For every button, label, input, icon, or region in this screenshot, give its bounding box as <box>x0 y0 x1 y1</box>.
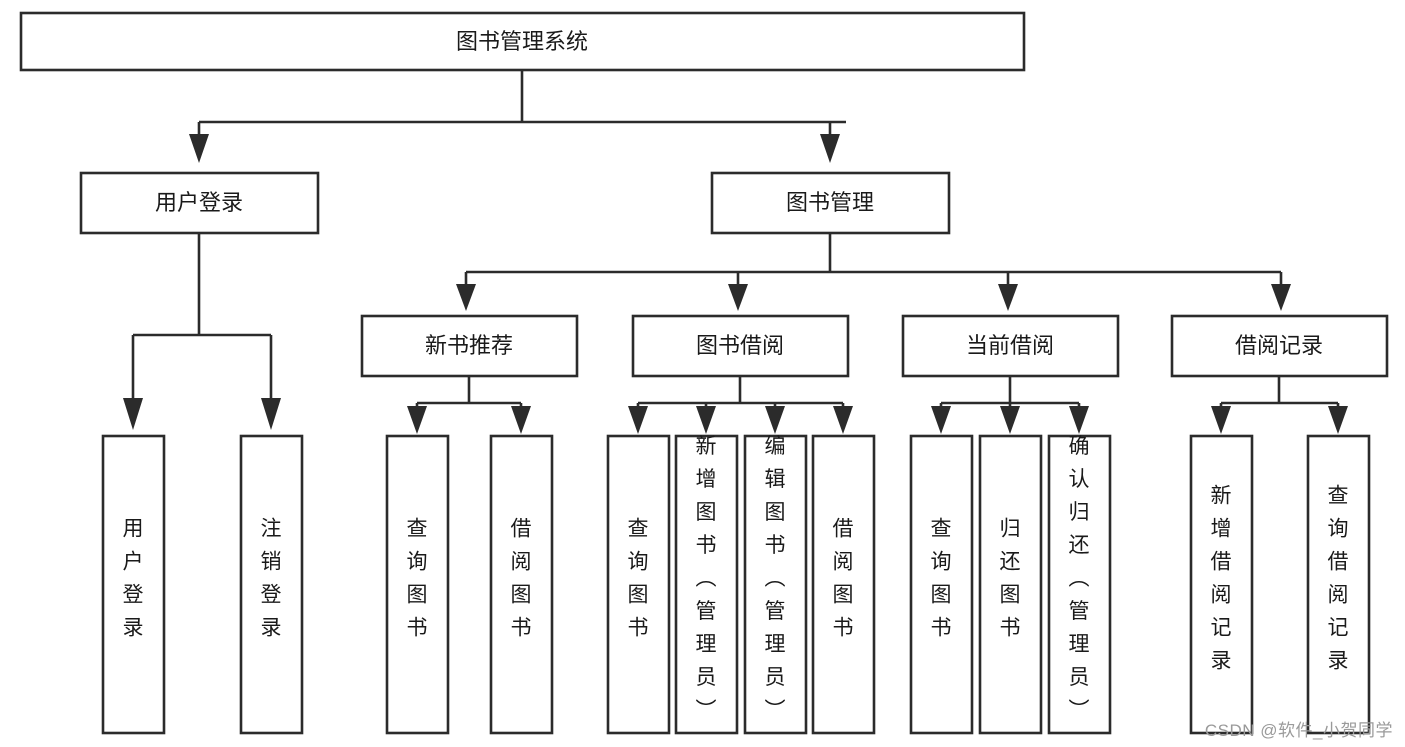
node-book-management-box[interactable] <box>710 171 951 235</box>
arrow-head-leaf-add-book <box>696 406 716 434</box>
node-book-management[interactable]: 图书管理 <box>710 171 951 235</box>
connector-group-user-login <box>123 233 281 430</box>
node-leaf-return-book[interactable]: 归还图书 <box>978 434 1043 735</box>
arrow-head-leaf-query-book-2 <box>628 406 648 434</box>
arrow-head-leaf-query-book-1 <box>407 406 427 434</box>
node-leaf-logout-login-label: 注销登录 <box>261 518 282 640</box>
arrow-head-leaf-edit-book <box>765 406 785 434</box>
node-leaf-add-record[interactable]: 新增借阅记录 <box>1189 434 1254 735</box>
arrow-head-leaf-confirm-return <box>1069 406 1089 434</box>
node-leaf-confirm-return-box[interactable] <box>1047 434 1112 735</box>
node-leaf-return-book-label: 归还图书 <box>1000 518 1021 640</box>
connector-group-book-management <box>456 233 1291 311</box>
node-root-label: 图书管理系统 <box>456 29 588 54</box>
node-leaf-add-record-box[interactable] <box>1189 434 1254 735</box>
node-leaf-user-login[interactable]: 用户登录 <box>101 434 166 735</box>
node-new-book-recommend-label: 新书推荐 <box>425 333 513 358</box>
node-book-management-label: 图书管理 <box>786 190 874 215</box>
node-book-borrow-box[interactable] <box>631 314 850 378</box>
node-leaf-query-book-3-box[interactable] <box>909 434 974 735</box>
node-root[interactable]: 图书管理系统 <box>19 11 1026 72</box>
arrow-head-leaf-borrow-book-1 <box>511 406 531 434</box>
node-current-borrow-label: 当前借阅 <box>966 333 1054 358</box>
arrow-head-leaf-borrow-book-2 <box>833 406 853 434</box>
arrow-head-borrow-record <box>1271 284 1291 311</box>
node-book-borrow-label: 图书借阅 <box>696 333 784 358</box>
node-user-login-box[interactable] <box>79 171 320 235</box>
node-leaf-edit-book[interactable]: 编辑图书︵管理员︶ <box>743 434 808 735</box>
node-leaf-edit-book-box[interactable] <box>743 434 808 735</box>
arrow-head-leaf-return-book <box>1000 406 1020 434</box>
csdn-watermark: CSDN @软件_小贺同学 <box>1204 721 1393 740</box>
node-leaf-query-book-2[interactable]: 查询图书 <box>606 434 671 735</box>
connector-group-borrow-record <box>1211 376 1348 434</box>
node-leaf-user-login-box[interactable] <box>101 434 166 735</box>
node-leaf-query-book-3[interactable]: 查询图书 <box>909 434 974 735</box>
arrow-head-current-borrow <box>998 284 1018 311</box>
connector-group-new-book-recommend <box>407 376 531 434</box>
node-leaf-confirm-return-label: 确认归还︵管理员︶ <box>1069 435 1090 722</box>
arrow-head-leaf-query-book-3 <box>931 406 951 434</box>
arrow-head-leaf-add-record <box>1211 406 1231 434</box>
node-leaf-query-book-2-box[interactable] <box>606 434 671 735</box>
node-leaf-query-record-label: 查询借阅记录 <box>1328 485 1349 673</box>
node-leaf-user-login-label: 用户登录 <box>123 518 144 640</box>
arrow-head-book-borrow <box>728 284 748 311</box>
connector-group-current-borrow <box>931 376 1089 434</box>
connector-group-root <box>189 70 846 163</box>
node-user-login[interactable]: 用户登录 <box>79 171 320 235</box>
arrow-head-book-management <box>820 134 840 163</box>
node-leaf-query-record-box[interactable] <box>1306 434 1371 735</box>
node-leaf-borrow-book-1[interactable]: 借阅图书 <box>489 434 554 735</box>
node-leaf-query-book-1[interactable]: 查询图书 <box>385 434 450 735</box>
arrow-head-new-book-recommend <box>456 284 476 311</box>
node-leaf-add-book-box[interactable] <box>674 434 739 735</box>
arrow-head-leaf-user-login <box>123 398 143 430</box>
node-leaf-borrow-book-1-box[interactable] <box>489 434 554 735</box>
node-leaf-edit-book-label: 编辑图书︵管理员︶ <box>765 435 786 722</box>
node-new-book-recommend-box[interactable] <box>360 314 579 378</box>
node-leaf-logout-login-box[interactable] <box>239 434 304 735</box>
node-leaf-query-book-1-label: 查询图书 <box>407 518 428 640</box>
node-leaf-logout-login[interactable]: 注销登录 <box>239 434 304 735</box>
node-current-borrow[interactable]: 当前借阅 <box>901 314 1120 378</box>
node-leaf-add-book-label: 新增图书︵管理员︶ <box>696 435 717 722</box>
node-borrow-record[interactable]: 借阅记录 <box>1170 314 1389 378</box>
node-leaf-borrow-book-1-label: 借阅图书 <box>511 518 532 640</box>
arrow-head-user-login <box>189 134 209 163</box>
node-new-book-recommend[interactable]: 新书推荐 <box>360 314 579 378</box>
arrow-head-leaf-query-record <box>1328 406 1348 434</box>
node-book-borrow[interactable]: 图书借阅 <box>631 314 850 378</box>
arrow-head-leaf-logout-login <box>261 398 281 430</box>
node-leaf-add-book[interactable]: 新增图书︵管理员︶ <box>674 434 739 735</box>
node-root-box[interactable] <box>19 11 1026 72</box>
node-borrow-record-label: 借阅记录 <box>1235 333 1323 358</box>
connector-group-book-borrow <box>628 376 853 434</box>
node-leaf-return-book-box[interactable] <box>978 434 1043 735</box>
node-leaf-borrow-book-2[interactable]: 借阅图书 <box>811 434 876 735</box>
node-leaf-query-book-3-label: 查询图书 <box>931 518 952 640</box>
node-leaf-query-record[interactable]: 查询借阅记录 <box>1306 434 1371 735</box>
node-leaf-borrow-book-2-label: 借阅图书 <box>833 518 854 640</box>
node-leaf-confirm-return[interactable]: 确认归还︵管理员︶ <box>1047 434 1112 735</box>
node-leaf-add-record-label: 新增借阅记录 <box>1211 485 1232 673</box>
node-leaf-query-book-2-label: 查询图书 <box>628 518 649 640</box>
node-current-borrow-box[interactable] <box>901 314 1120 378</box>
node-leaf-borrow-book-2-box[interactable] <box>811 434 876 735</box>
node-user-login-label: 用户登录 <box>155 190 243 215</box>
node-leaf-query-book-1-box[interactable] <box>385 434 450 735</box>
node-borrow-record-box[interactable] <box>1170 314 1389 378</box>
